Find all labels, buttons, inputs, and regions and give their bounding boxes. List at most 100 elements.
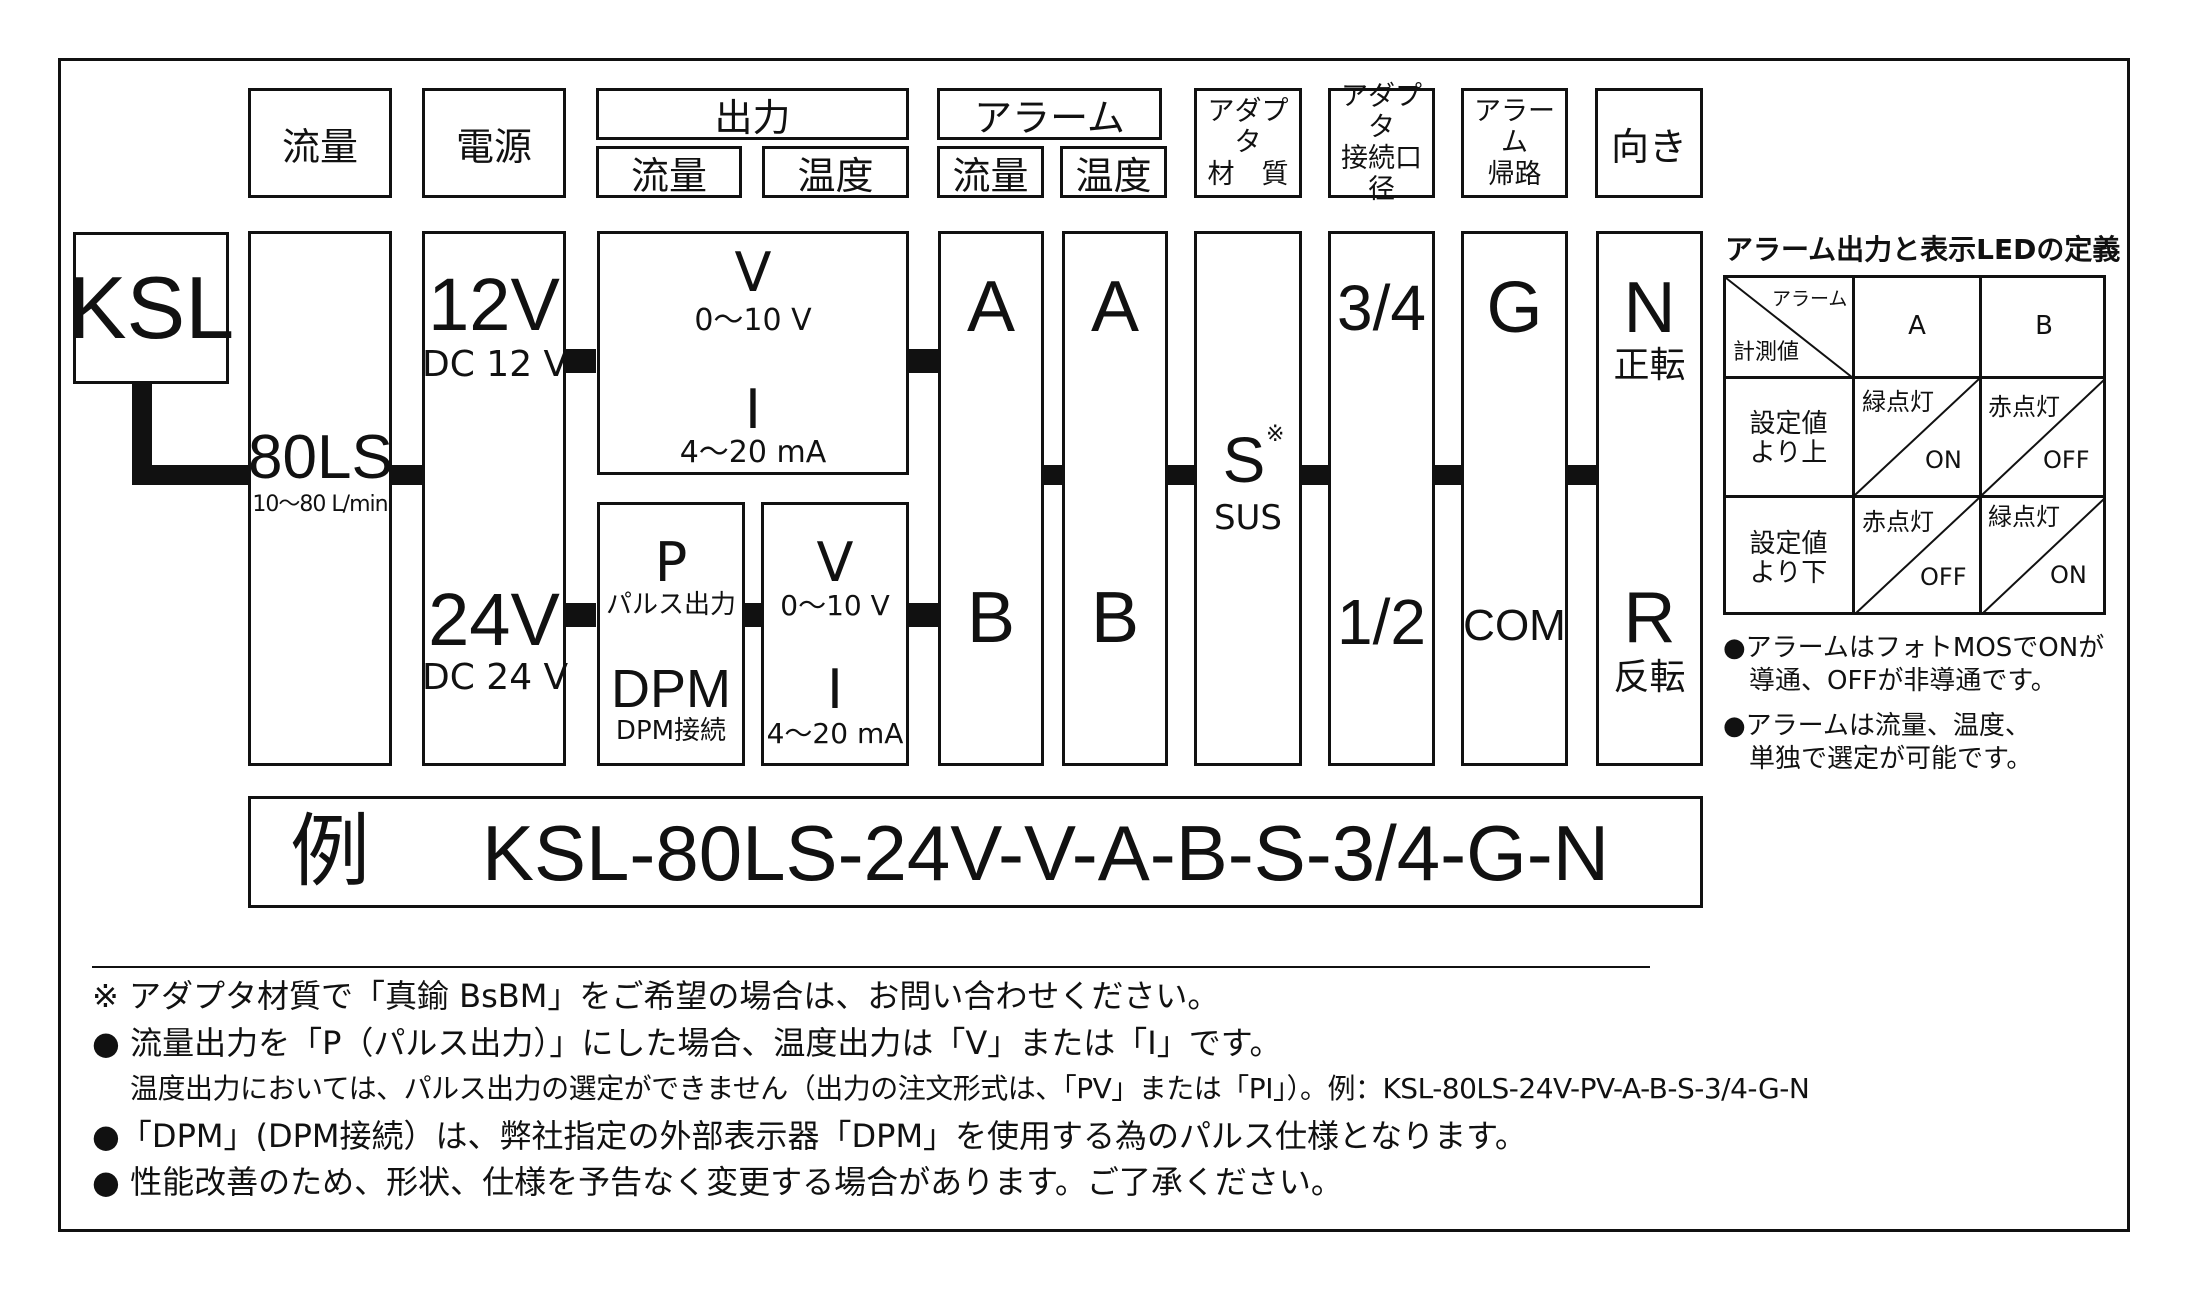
power-12v-label: DC 12 V	[422, 344, 569, 385]
example-box	[248, 796, 1703, 908]
direction-r: R	[1623, 578, 1676, 658]
output-vi-box	[597, 231, 909, 475]
table-row2-label: 設定値 より下	[1749, 529, 1828, 588]
direction-r-label: 反転	[1613, 657, 1686, 698]
material-code: S	[1222, 424, 1266, 496]
alarm-flow-box	[938, 231, 1044, 766]
connector-alarm-flow-temp	[1044, 465, 1062, 485]
power-24v-label: DC 24 V	[422, 657, 569, 698]
output-temp-v-code: V	[816, 531, 854, 594]
material-label: SUS	[1213, 498, 1283, 538]
flow-box	[248, 231, 392, 766]
connector-diameter-circuit	[1435, 465, 1461, 485]
header-power: 電源	[422, 88, 566, 198]
note-4: ● 性能改善のため、形状、仕様を予告なく変更する場合があります。ご了承ください。	[92, 1163, 1343, 1201]
power-box	[422, 231, 566, 766]
output-p-code: P	[654, 531, 688, 594]
model-connector-vertical	[132, 384, 152, 480]
connector-output-alarm-top	[909, 349, 939, 373]
side-note-2: ●アラームは流量、温度、 単独で選定が可能です。	[1723, 711, 2033, 774]
direction-box	[1596, 231, 1703, 766]
power-24v-code: 24V	[428, 578, 560, 661]
output-i-code: I	[745, 378, 761, 441]
header-output-temp: 温度	[762, 146, 909, 198]
model-connector-horizontal	[132, 465, 250, 485]
table-row-line-1	[1723, 376, 2106, 379]
header-adapter-material: アダプタ 材 質	[1194, 88, 1302, 198]
note-2a: ● 流量出力を「P（パルス出力）」にした場合、温度出力は「V」または「I」です。	[92, 1024, 1282, 1062]
direction-n-label: 正転	[1613, 345, 1686, 386]
side-note-1: ●アラームはフォトMOSでONが 導通、OFFが非導通です。	[1723, 633, 2105, 696]
header-direction: 向き	[1595, 88, 1703, 198]
output-dpm-code: DPM	[611, 659, 731, 719]
output-temp-vi-box	[761, 502, 909, 766]
notes-divider	[92, 966, 1650, 968]
connector-circuit-direction	[1568, 465, 1596, 485]
connector-power-output-bottom	[566, 603, 596, 627]
table-r2b-led: 緑点灯	[1988, 503, 2060, 531]
table-r1b-led: 赤点灯	[1988, 393, 2060, 421]
table-r2b-state: ON	[2050, 561, 2087, 589]
alarm-temp-a: A	[1090, 267, 1140, 347]
alarm-flow-b: B	[966, 578, 1016, 658]
material-box	[1194, 231, 1302, 766]
output-i-range: 4〜20 mA	[679, 435, 827, 470]
header-alarm: アラーム	[937, 88, 1162, 140]
output-pulse-box	[597, 502, 745, 766]
table-corner-bottom: 計測値	[1733, 340, 1800, 365]
connector-flow-power	[392, 465, 422, 485]
alarm-temp-b: B	[1090, 578, 1140, 658]
note-3: ●「DPM」(DPM接続）は、弊社指定の外部表示器「DPM」を使用する為のパルス…	[92, 1117, 1527, 1155]
example-label: 例	[290, 805, 370, 898]
table-r2a-state: OFF	[1920, 563, 1967, 591]
output-v-code: V	[734, 241, 772, 304]
header-alarm-flow: 流量	[937, 146, 1044, 198]
table-col-b: B	[2035, 311, 2053, 341]
header-alarm-temp: 温度	[1060, 146, 1167, 198]
table-row1-label: 設定値 より上	[1749, 409, 1828, 468]
direction-n: N	[1623, 268, 1676, 348]
table-r1a-led: 緑点灯	[1862, 388, 1934, 416]
material-note-mark: ※	[1266, 422, 1285, 447]
header-output-flow: 流量	[596, 146, 742, 198]
flow-code: 80LS	[248, 423, 393, 492]
header-flow: 流量	[248, 88, 392, 198]
connector-output-alarm-bottom	[909, 603, 939, 627]
table-col-a: A	[1908, 311, 1926, 341]
table-cell-diagonals	[1854, 378, 2106, 615]
alarm-table-title: アラーム出力と表示LEDの定義	[1725, 233, 2121, 266]
power-12v-code: 12V	[428, 263, 560, 346]
output-temp-v-range: 0〜10 V	[780, 589, 890, 622]
output-temp-i-range: 4〜20 mA	[766, 717, 904, 750]
circuit-g: G	[1486, 268, 1543, 348]
connector-power-output-top	[566, 349, 596, 373]
header-adapter-diameter: アダプタ 接続口径	[1328, 81, 1435, 205]
header-output: 出力	[596, 88, 909, 140]
flow-range: 10〜80 L/min	[252, 492, 388, 517]
table-r1b-state: OFF	[2043, 446, 2090, 474]
table-r2a-led: 赤点灯	[1862, 508, 1934, 536]
connector-alarm-material	[1168, 465, 1194, 485]
circuit-com: COM	[1463, 601, 1566, 650]
output-v-range: 0〜10 V	[694, 303, 812, 338]
table-corner-top: アラーム	[1772, 288, 1848, 310]
circuit-box	[1461, 231, 1568, 766]
output-p-label: パルス出力	[605, 590, 736, 620]
table-corner-diagonal	[1725, 277, 1854, 379]
table-r1a-state: ON	[1925, 446, 1962, 474]
connector-pulse-temp	[745, 603, 761, 627]
model-box: KSL	[68, 232, 234, 384]
output-temp-i-code: I	[827, 658, 843, 721]
example-code: KSL-80LS-24V-V-A-B-S-3/4-G-N	[482, 809, 1610, 897]
connector-material-diameter	[1302, 465, 1328, 485]
alarm-temp-box	[1062, 231, 1168, 766]
header-alarm-circuit: アラーム 帰路	[1461, 88, 1568, 198]
note-1: ※ アダプタ材質で「真鍮 BsBM」をご希望の場合は、お問い合わせください。	[92, 977, 1220, 1015]
table-col-line-2	[1979, 275, 1982, 615]
diameter-1-2: 1/2	[1337, 586, 1426, 658]
diameter-3-4: 3/4	[1337, 272, 1426, 344]
table-row-line-2	[1723, 495, 2106, 498]
alarm-flow-a: A	[966, 267, 1016, 347]
output-dpm-label: DPM接続	[615, 716, 727, 746]
diameter-box	[1328, 231, 1435, 766]
